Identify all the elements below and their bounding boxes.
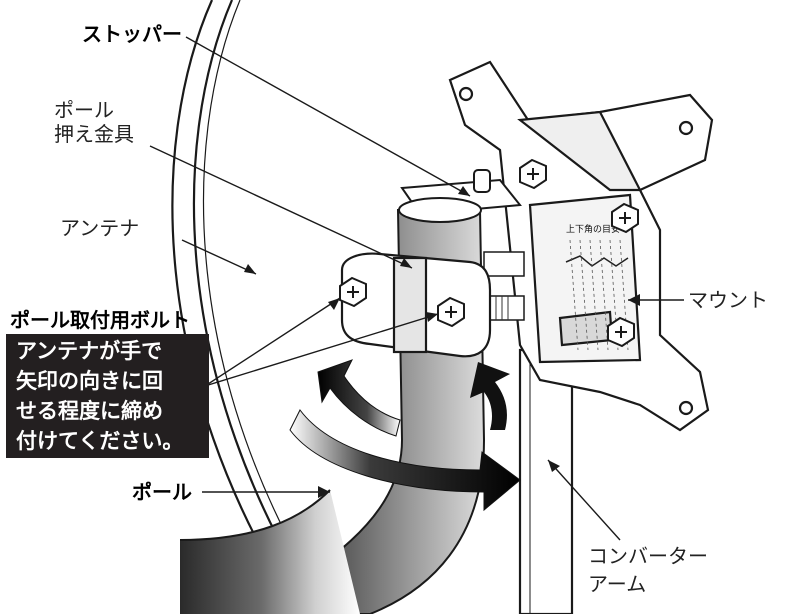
leader-arrowheads xyxy=(244,186,640,498)
mount-bolt-lower xyxy=(607,316,635,348)
mount-bolt-upper xyxy=(611,202,639,234)
pole-clamp-label-line1: ポール xyxy=(54,98,114,122)
pole-clamp xyxy=(340,252,492,358)
pole-bolt-right xyxy=(437,296,465,328)
pole-bolt-left xyxy=(339,276,367,308)
stopper-label: ストッパー xyxy=(82,22,182,46)
rotation-arrow-right xyxy=(317,359,510,437)
tightening-note-line: 矢印の向きに回 xyxy=(16,369,163,393)
pole-clamp-label-line2: 押え金具 xyxy=(54,122,134,146)
mount-bolt-top xyxy=(519,158,547,190)
antenna-label: アンテナ xyxy=(60,216,140,240)
converter-arm xyxy=(518,348,574,614)
elevation-scale-label: 上下角の目安 xyxy=(566,223,620,235)
rotation-arrow-left xyxy=(289,409,521,512)
mount-label: マウント xyxy=(688,288,768,312)
converter-arm-label-line1: コンバーター xyxy=(588,544,708,568)
mount-plate xyxy=(448,60,714,432)
tightening-note-line: せる程度に締め xyxy=(16,399,163,423)
tightening-note: アンテナが手で 矢印の向きに回 せる程度に締め 付けてください。 xyxy=(6,334,209,458)
pole-bolt-label: ポール取付用ボルト xyxy=(10,308,190,332)
tightening-note-line: アンテナが手で xyxy=(16,339,163,363)
pole-label: ポール xyxy=(132,480,192,504)
converter-arm-label-line2: アーム xyxy=(588,572,647,596)
antenna-dish-rim xyxy=(171,0,333,614)
leader-lines xyxy=(149,36,684,541)
tightening-note-line: 付けてください。 xyxy=(16,429,184,453)
